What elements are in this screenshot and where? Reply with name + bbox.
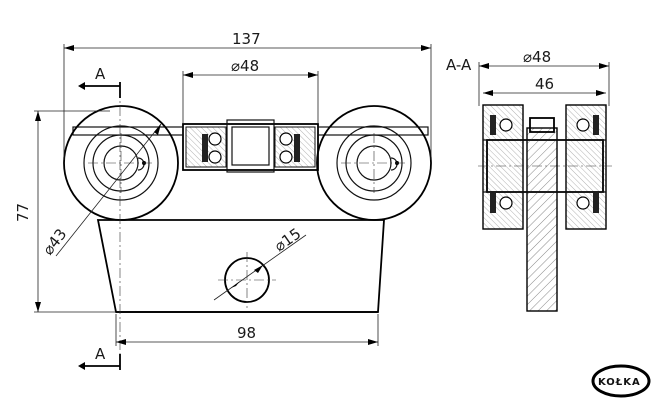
dim-section-diameter: ⌀48 — [523, 48, 551, 66]
section-dimension-lines — [478, 62, 610, 106]
brand-logo-text: KOŁKA — [598, 377, 641, 388]
dim-base-width: 98 — [237, 324, 256, 342]
dim-hole-diameter: ⌀15 — [271, 224, 304, 255]
dim-overall-width: 137 — [232, 30, 261, 48]
dim-section-width: 46 — [535, 75, 554, 93]
dim-roller-diameter: ⌀48 — [231, 57, 259, 75]
right-flange — [317, 126, 429, 136]
dim-wheel-diameter: ⌀43 — [39, 225, 70, 258]
central-hub — [182, 119, 319, 173]
dim-height: 77 — [14, 203, 32, 222]
section-view — [478, 104, 612, 312]
mounting-hole — [218, 252, 276, 308]
section-view-label: A-A — [446, 56, 472, 74]
section-marker-bottom: A — [95, 345, 106, 363]
front-view — [63, 82, 432, 370]
section-plate — [526, 127, 558, 312]
section-marker-top: A — [95, 65, 106, 83]
brand-logo: KOŁKA — [591, 364, 651, 398]
dimension-lines — [34, 44, 432, 346]
bracket-body — [96, 219, 385, 313]
